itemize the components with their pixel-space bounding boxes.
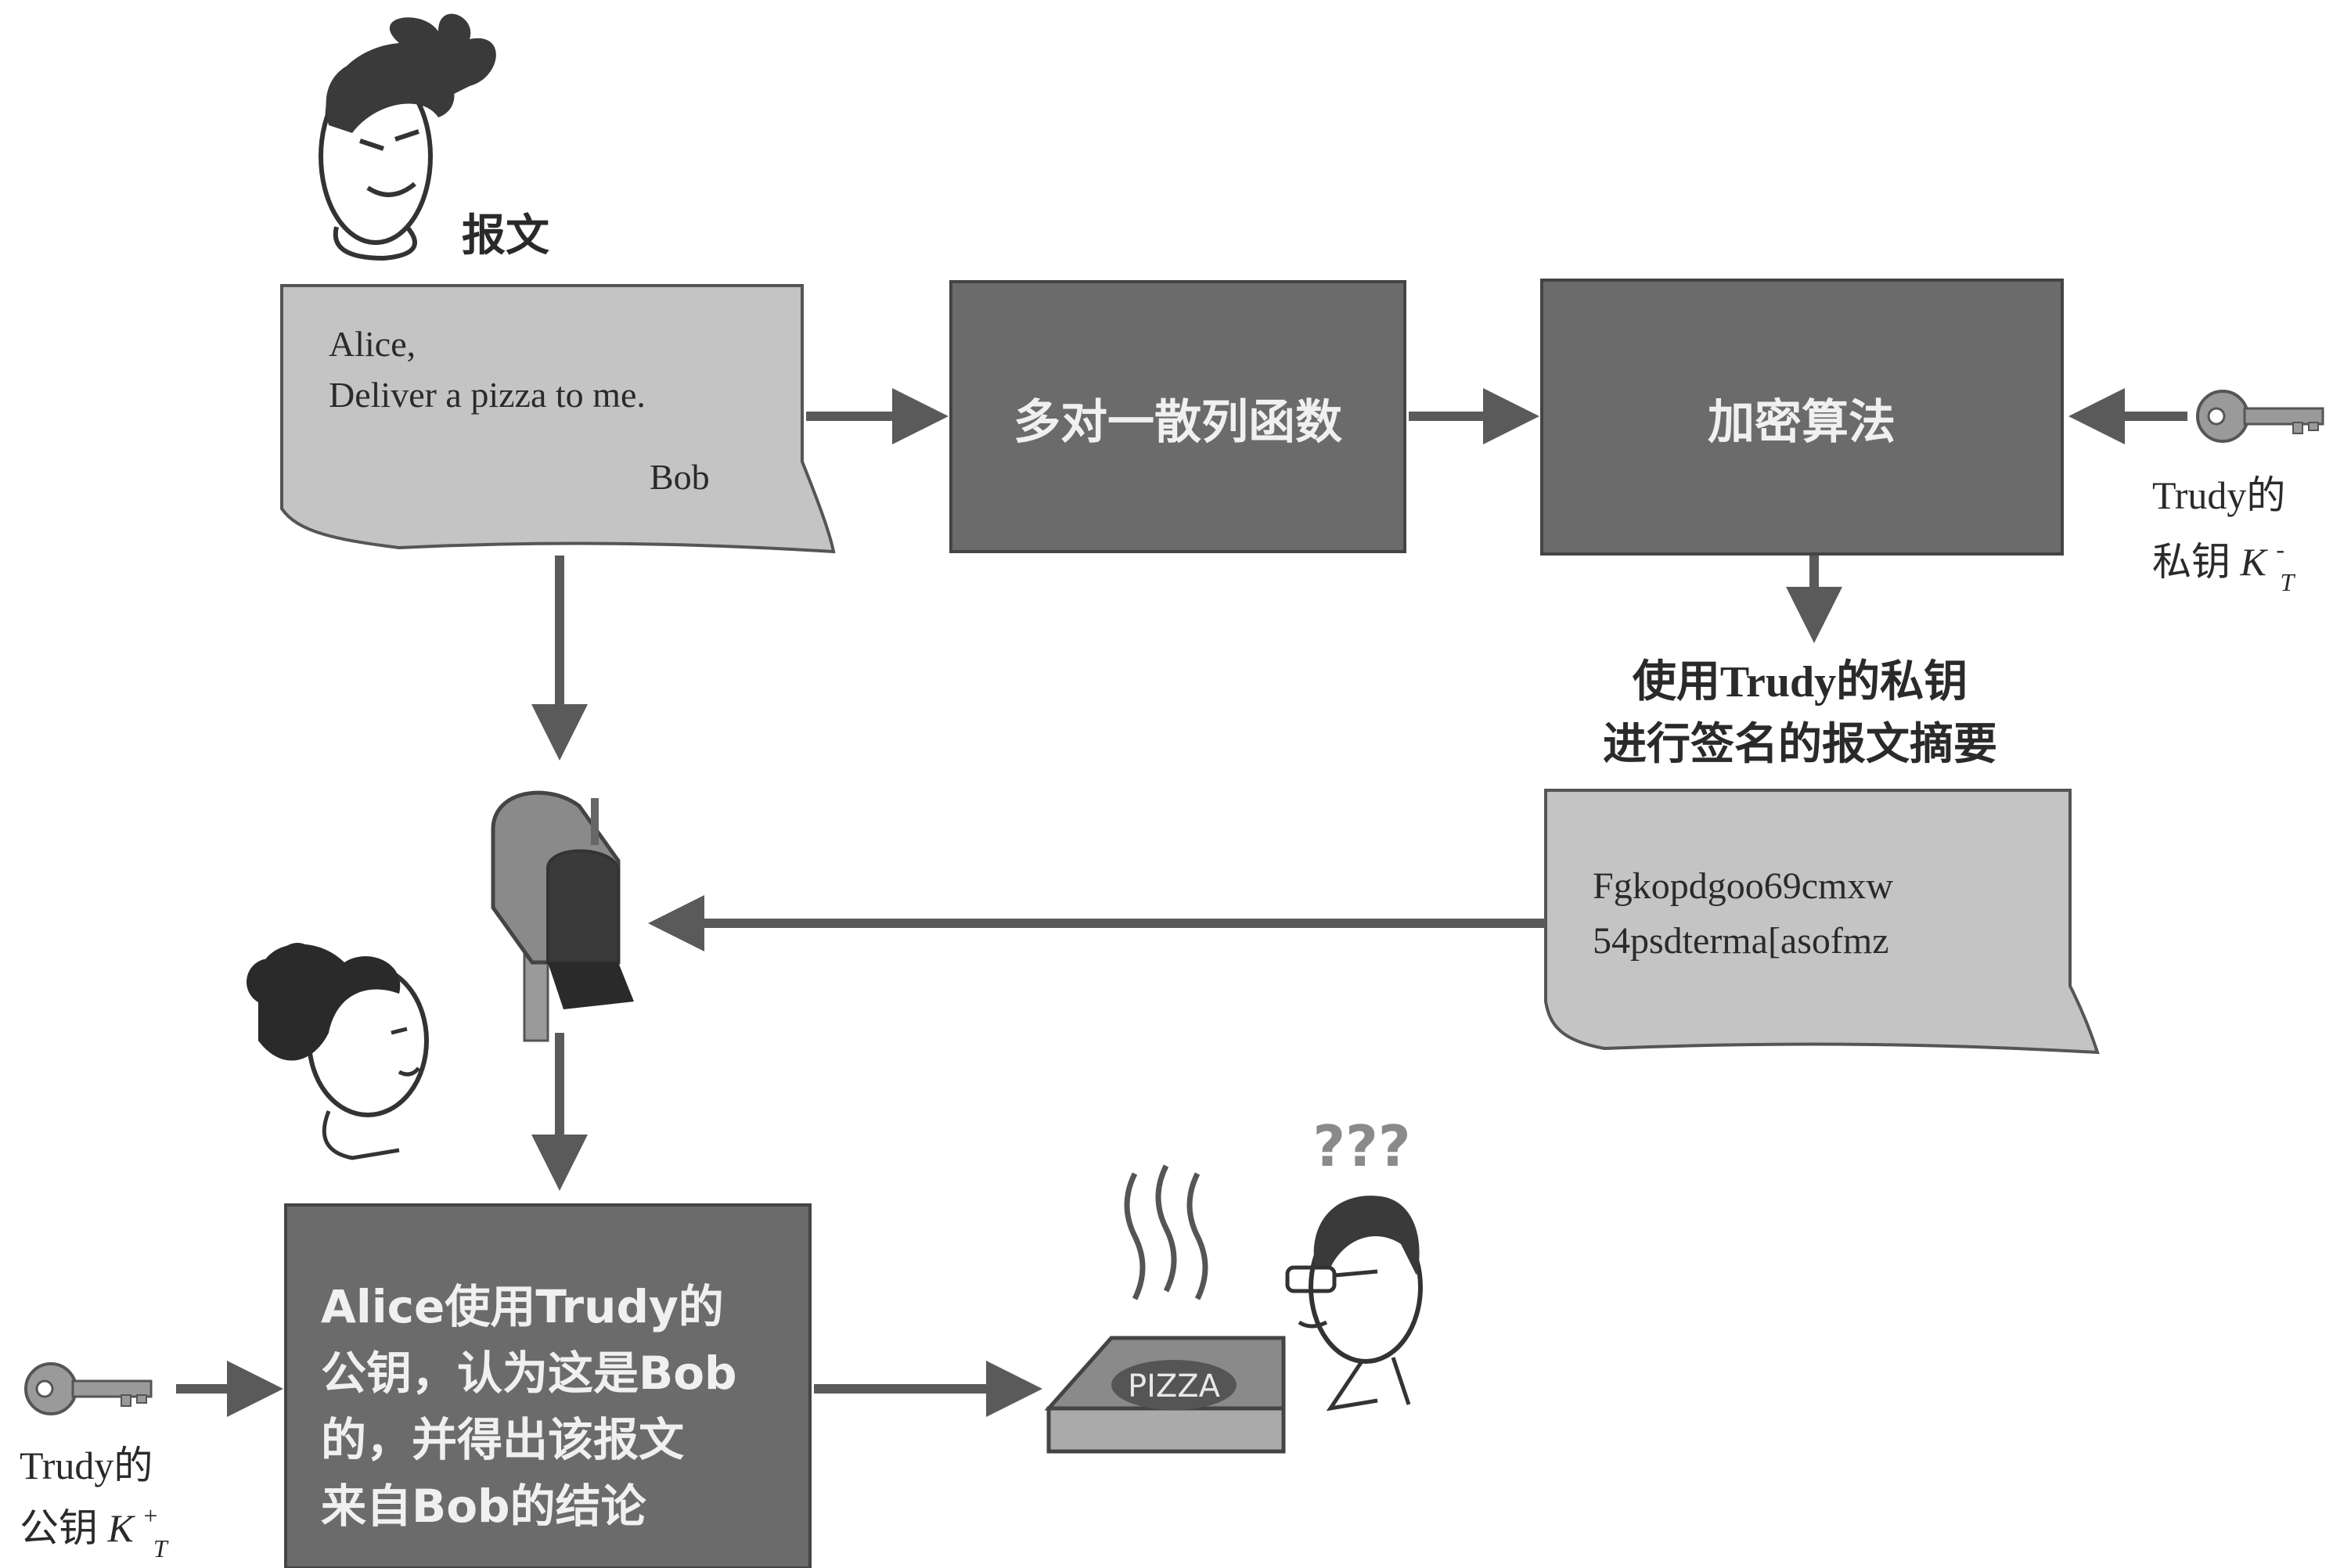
message-signature: Bob [650, 457, 710, 497]
public-key-superscript: + [143, 1501, 157, 1530]
confused-marks: ??? [1312, 1113, 1410, 1179]
public-key-label-line1: Trudy的 [20, 1444, 153, 1487]
decision-line1: Alice使用Trudy的 [321, 1280, 724, 1333]
message-header-label: 报文 [462, 212, 549, 261]
alice-icon [247, 943, 429, 1160]
public-key-label-line2: 公钥 K + T [20, 1489, 169, 1563]
message-line1: Alice, [329, 324, 416, 364]
hash-function-box [949, 280, 1406, 553]
bob-icon [1285, 1196, 1423, 1412]
private-key-label-prefix: 私钥 [2152, 540, 2230, 584]
encryption-label: 加密算法 [1708, 395, 1896, 450]
pizza-label: PIZZA [1128, 1368, 1221, 1404]
public-key-label-prefix: 公钥 [20, 1506, 98, 1550]
private-key-icon [2196, 390, 2324, 443]
digest-line2: 54psdterma[asofmz [1593, 920, 1889, 962]
decision-line2: 公钥，认为这是Bob [321, 1347, 737, 1400]
private-key-label-line2: 私钥 K - T [2152, 523, 2296, 596]
message-document [280, 284, 836, 554]
public-key-subscript: T [153, 1534, 169, 1563]
mailbox-icon [491, 790, 634, 1042]
public-key-symbol: K [107, 1506, 136, 1550]
digest-caption-line2: 进行签名的报文摘要 [1603, 721, 1997, 769]
private-key-label-line1: Trudy的 [2152, 473, 2285, 517]
digest-caption-line1: 使用Trudy的私钥 [1633, 658, 1968, 707]
private-key-superscript: - [2276, 535, 2284, 563]
public-key-icon [24, 1362, 153, 1415]
private-key-symbol: K [2240, 540, 2269, 584]
encryption-box [1540, 279, 2064, 556]
pizza-box-icon [1044, 1164, 1286, 1454]
decision-line3: 的，并得出该报文 [321, 1413, 684, 1466]
private-key-subscript: T [2281, 568, 2296, 596]
message-line2: Deliver a pizza to me. [329, 375, 646, 415]
decision-box [284, 1203, 812, 1568]
hash-function-label: 多对一散列函数 [1013, 395, 1342, 450]
trudy-icon [319, 13, 496, 261]
digest-document [1544, 789, 2100, 1055]
decision-line4: 来自Bob的结论 [321, 1480, 647, 1533]
digest-line1: Fgkopdgoo69cmxw [1593, 865, 1893, 907]
